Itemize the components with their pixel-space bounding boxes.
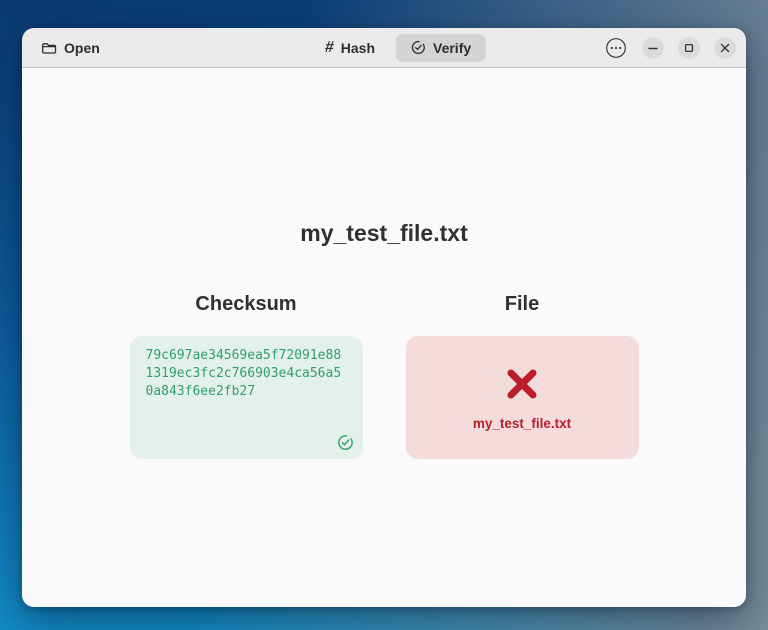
checksum-value: 79c697ae34569ea5f72091e881319ec3fc2c7669… — [145, 348, 342, 399]
tab-hash[interactable]: # Hash — [310, 34, 390, 62]
checksum-header: Checksum — [195, 293, 297, 315]
checksum-box[interactable]: 79c697ae34569ea5f72091e881319ec3fc2c7669… — [129, 336, 363, 459]
menu-dots-icon — [605, 37, 627, 59]
open-button[interactable]: Open — [32, 35, 109, 61]
file-header: File — [504, 293, 540, 315]
app-window: Open # Hash Verify — [22, 28, 746, 607]
file-column: File my_test_file.txt — [405, 293, 639, 459]
comparison-columns: Checksum 79c697ae34569ea5f72091e881319ec… — [129, 293, 639, 459]
file-name-label: my_test_file.txt — [472, 415, 572, 431]
maximize-button[interactable] — [678, 36, 700, 59]
tab-hash-label: Hash — [340, 39, 375, 56]
view-switcher: # Hash Verify — [310, 33, 487, 62]
check-circle-icon — [337, 434, 354, 451]
maximize-icon — [684, 43, 694, 53]
close-button[interactable] — [714, 36, 736, 59]
check-circle-icon — [411, 40, 426, 55]
x-mark-icon — [503, 365, 541, 403]
checksum-column: Checksum 79c697ae34569ea5f72091e881319ec… — [129, 293, 363, 459]
hash-icon: # — [324, 38, 335, 56]
tab-verify[interactable]: Verify — [396, 33, 487, 62]
verify-view: my_test_file.txt Checksum 79c697ae34569e… — [22, 68, 746, 607]
open-button-label: Open — [64, 39, 100, 56]
page-title: my_test_file.txt — [300, 220, 468, 246]
folder-icon — [41, 40, 57, 56]
minimize-button[interactable] — [642, 36, 664, 59]
minimize-icon — [648, 43, 658, 53]
close-icon — [720, 43, 730, 53]
menu-button[interactable] — [604, 36, 628, 60]
headerbar-right — [604, 36, 736, 60]
headerbar: Open # Hash Verify — [22, 28, 746, 68]
tab-verify-label: Verify — [433, 39, 472, 56]
file-box[interactable]: my_test_file.txt — [405, 336, 639, 459]
